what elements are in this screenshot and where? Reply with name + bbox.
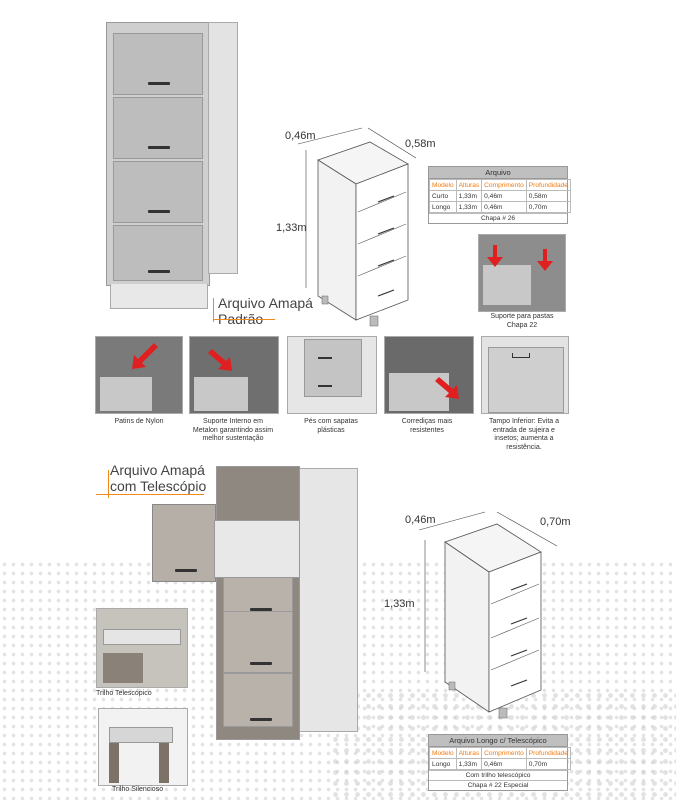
- column-header: Modelo: [429, 179, 457, 191]
- title-underline: [96, 494, 204, 495]
- drawer: [113, 225, 203, 281]
- column-header: Comprimento: [481, 179, 527, 191]
- caption-tampo-inferior: Tampo Inferior: Evita a entrada de sujei…: [488, 418, 560, 451]
- spec-table-telescopic: Arquivo Longo c/ Telescópico Modelo Altu…: [428, 734, 571, 791]
- caption-suporte-pastas: Suporte para pastas Chapa 22: [490, 313, 554, 329]
- spec-table-note: Com trilho telescópico: [429, 770, 567, 780]
- caption-corredicas: Corrediças mais resistentes: [401, 418, 453, 434]
- red-arrow-icon: [435, 377, 459, 399]
- photo-corredicas: [384, 336, 474, 414]
- drawer: [223, 673, 293, 727]
- title-divider: [213, 298, 214, 322]
- open-drawer: [152, 504, 216, 582]
- cabinet-side-telescopic: [298, 468, 358, 732]
- dimension-width-standard: 0,58m: [405, 138, 436, 150]
- dimension-height-standard: 1,33m: [276, 222, 307, 234]
- photo-suporte-interno: [189, 336, 279, 414]
- dimension-drawing-standard: [297, 127, 417, 327]
- cabinet-photo-standard: [106, 22, 210, 286]
- cabinet-photo-telescopic: [216, 466, 300, 740]
- spec-table-header: Arquivo Longo c/ Telescópico: [429, 735, 567, 747]
- caption-trilho-telescopico: Trilho Telescópico: [96, 690, 152, 697]
- drawer: [223, 611, 293, 673]
- spec-table-header: Arquivo: [429, 167, 567, 179]
- photo-suporte-pastas: [478, 234, 566, 312]
- drawer: [113, 33, 203, 95]
- red-arrow-icon: [208, 349, 232, 371]
- table-row: Longo 1,33m 0,46m 0,70m: [429, 758, 571, 770]
- drawer: [113, 161, 203, 223]
- caption-pes: Pés com sapatas plásticas: [304, 418, 358, 434]
- red-arrow-icon: [132, 343, 158, 369]
- section-title-telescopic: Arquivo Amapá com Telescópio: [110, 462, 207, 494]
- dimension-drawing-telescopic: [418, 511, 558, 719]
- caption-suporte-interno: Suporte Interno em Metalon garantindo as…: [192, 418, 274, 442]
- caption-patins: Patins de Nylon: [114, 418, 164, 425]
- title-divider: [108, 470, 109, 498]
- dimension-width-telescopic: 0,70m: [540, 516, 571, 528]
- photo-pes: [287, 336, 377, 414]
- column-header: Profundidade: [525, 179, 571, 191]
- photo-trilho-telescopico: [96, 608, 188, 688]
- column-header: Modelo: [429, 747, 457, 759]
- dimension-height-telescopic: 1,33m: [384, 598, 415, 610]
- photo-tampo-inferior: [481, 336, 569, 414]
- cabinet-side: [208, 22, 238, 274]
- drawer: [113, 97, 203, 159]
- column-header: Comprimento: [481, 747, 527, 759]
- column-header: Alturas: [455, 179, 483, 191]
- dimension-depth-standard: 0,46m: [285, 130, 316, 142]
- photo-patins: [95, 336, 183, 414]
- cabinet-base: [110, 284, 208, 309]
- title-underline: [213, 319, 275, 320]
- spec-table-standard: Arquivo Modelo Alturas Comprimento Profu…: [428, 166, 571, 224]
- spec-table-footer: Chapa # 22 Especial: [429, 780, 567, 790]
- table-row: Longo 1,33m 0,46m 0,70m: [429, 201, 571, 213]
- dimension-depth-telescopic: 0,46m: [405, 514, 436, 526]
- column-header: Profundidade: [525, 747, 571, 759]
- caption-trilho-silencioso: Trilho Silencioso: [112, 786, 164, 793]
- photo-trilho-silencioso: [98, 708, 188, 786]
- red-arrow-icon: [487, 245, 553, 271]
- column-header: Alturas: [455, 747, 483, 759]
- table-row: Curto 1,33m 0,46m 0,58m: [429, 190, 571, 202]
- spec-table-footer: Chapa # 26: [429, 213, 567, 223]
- telescopic-rail: [214, 520, 300, 578]
